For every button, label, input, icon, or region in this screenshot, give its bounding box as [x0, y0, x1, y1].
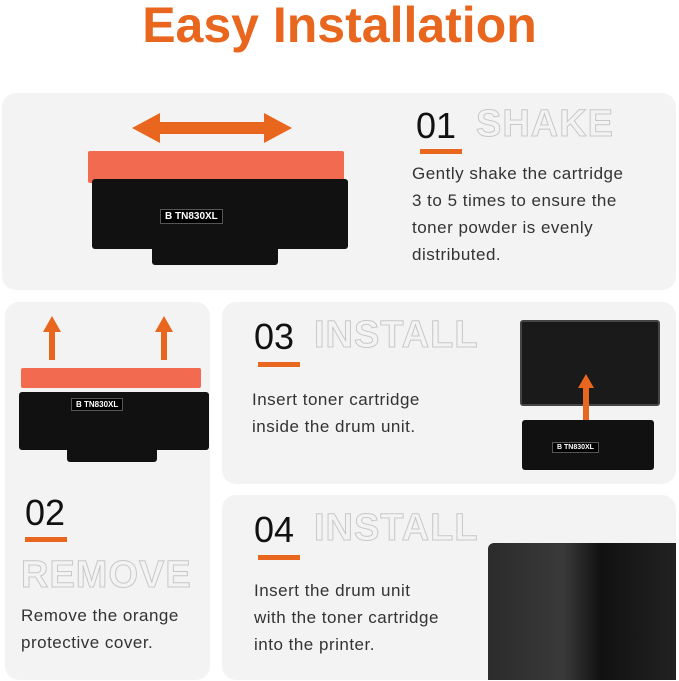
up-arrow-icon: [155, 316, 173, 360]
step-word: REMOVE: [21, 554, 192, 597]
step-word: INSTALL: [314, 507, 479, 550]
cartridge-base: [152, 243, 278, 265]
drum-unit-image: [520, 320, 660, 406]
product-label: B TN830XL: [71, 398, 124, 411]
cartridge-base: [67, 448, 157, 462]
orange-cover: [21, 368, 201, 388]
step-number: 03: [254, 316, 295, 357]
shake-arrow-icon: [132, 113, 292, 143]
step-word: INSTALL: [314, 314, 479, 357]
step-1-panel: B TN830XL 01 SHAKE Gently shake the cart…: [2, 93, 676, 290]
up-arrow-icon: [43, 316, 61, 360]
accent-bar: [420, 149, 462, 154]
step-number: 01: [416, 105, 457, 146]
page-title: Easy Installation: [142, 0, 537, 53]
step-number: 04: [254, 509, 295, 550]
accent-bar: [25, 537, 67, 542]
product-label: B TN830XL: [160, 209, 223, 224]
step-number: 02: [25, 492, 66, 533]
product-label: B TN830XL: [552, 442, 599, 453]
orange-cover: [88, 151, 344, 183]
up-arrow-icon: [578, 374, 594, 420]
accent-bar: [258, 362, 300, 367]
step-word: SHAKE: [475, 103, 615, 146]
accent-bar: [258, 555, 300, 560]
printer-image: [488, 543, 676, 680]
